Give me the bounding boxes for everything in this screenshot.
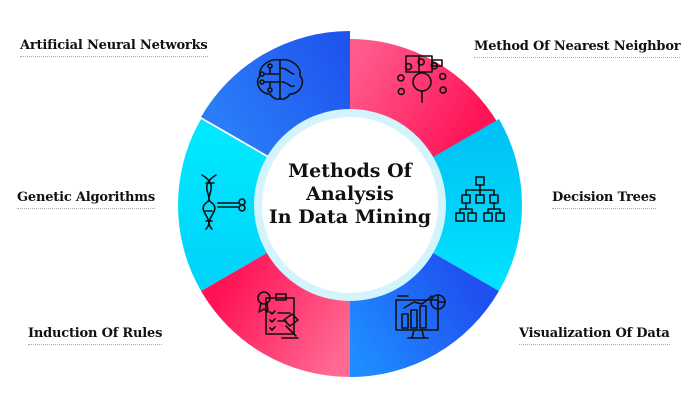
brain-circuit-icon (256, 58, 304, 100)
center-title: Methods Of Analysis In Data Mining (262, 160, 438, 229)
segment-dna (178, 119, 290, 291)
dna-icon (201, 174, 246, 230)
label-decision-trees: Decision Trees (552, 190, 656, 209)
title-line: In Data Mining (268, 206, 432, 228)
data-visualization-icon (395, 294, 446, 339)
label-induction-rules: Induction Of Rules (28, 326, 162, 345)
center-circle (262, 117, 438, 293)
label-nearest-neighbor: Method Of Nearest Neighbor (474, 39, 681, 58)
label-genetic-algorithms: Genetic Algorithms (17, 190, 155, 209)
rules-clipboard-gavel-icon (257, 291, 299, 339)
decision-tree-icon (455, 176, 505, 222)
nearest-neighbor-icon (397, 55, 447, 103)
label-neural-networks: Artificial Neural Networks (20, 38, 208, 57)
label-visualization: Visualization Of Data (519, 326, 670, 345)
title-line: Analysis (306, 183, 394, 205)
title-line: Methods Of (288, 160, 412, 182)
